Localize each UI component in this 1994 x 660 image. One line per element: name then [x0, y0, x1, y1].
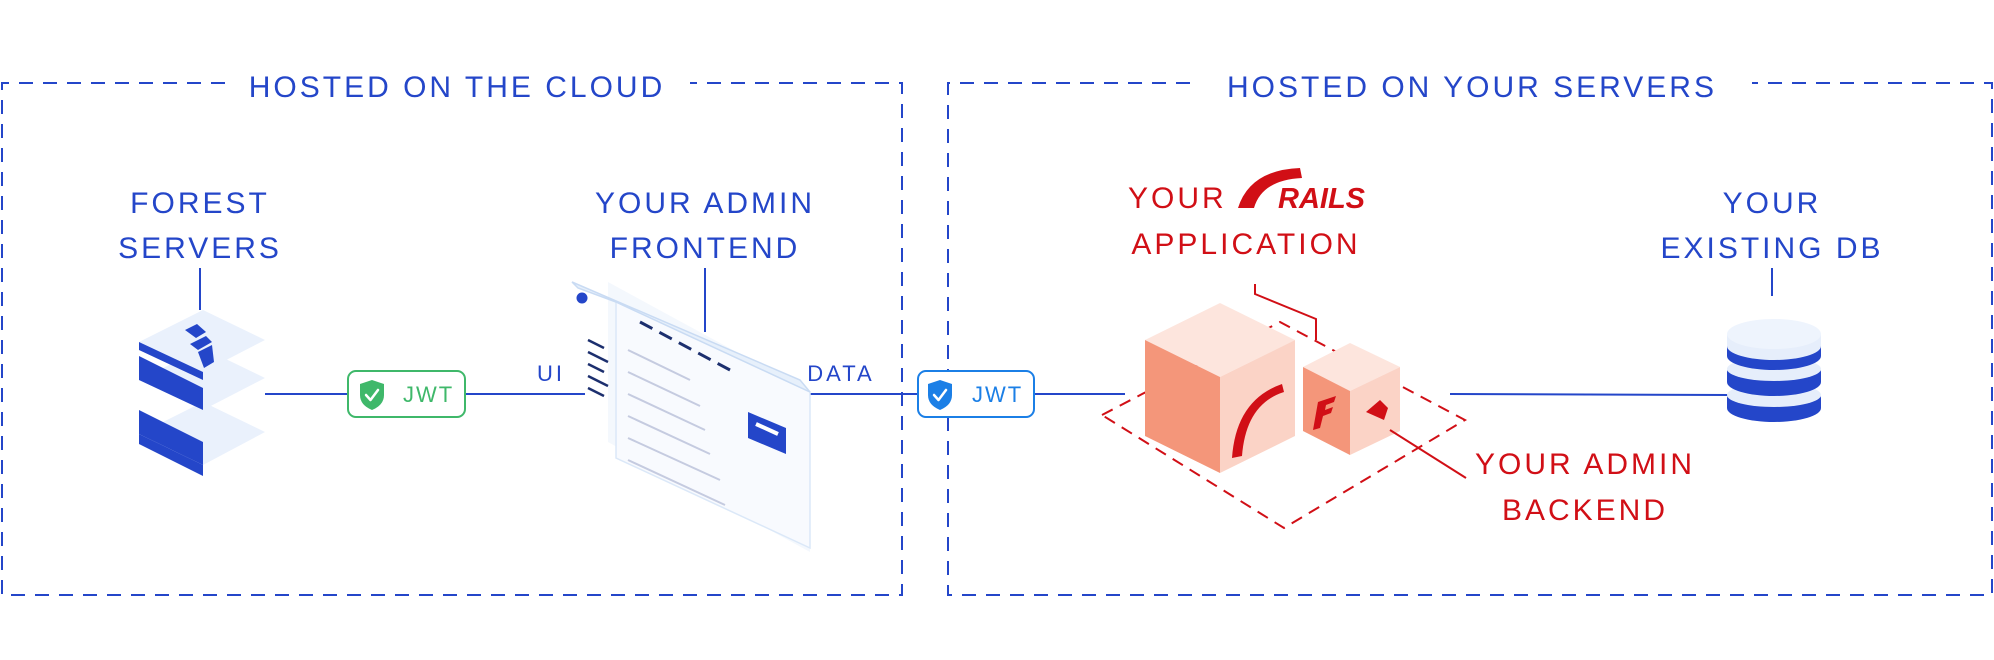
zone-cloud-border [1, 82, 903, 596]
jwt-badge-left-label: JWT [403, 382, 454, 407]
rails-app-node: YOUR RAILS APPLICATION [1099, 168, 1468, 530]
forest-logo-icon [139, 310, 265, 476]
zone-cloud: HOSTED ON THE CLOUD [1, 69, 903, 596]
database-icon [1727, 319, 1821, 422]
forest-servers-label-1: FOREST [130, 187, 270, 220]
shield-check-icon [928, 380, 952, 410]
zone-servers: HOSTED ON YOUR SERVERS [947, 69, 1993, 596]
jwt-badge-left: JWT [347, 370, 466, 418]
shield-check-icon [360, 380, 384, 410]
admin-frontend-node: YOUR ADMIN FRONTEND [571, 187, 815, 552]
jwt-badge-right: JWT [917, 370, 1035, 418]
zone-cloud-title: HOSTED ON THE CLOUD [249, 71, 666, 104]
rails-platform-outline [1099, 320, 1468, 530]
admin-frontend-label-1: YOUR ADMIN [595, 187, 815, 220]
rails-app-label-1: YOUR [1128, 182, 1227, 215]
zone-servers-title-mask [1213, 69, 1731, 106]
zone-servers-border [947, 82, 1993, 596]
data-connection-label: DATA [807, 361, 874, 386]
forest-servers-label-2: SERVERS [118, 232, 282, 265]
rails-logo-icon: RAILS [1238, 168, 1366, 215]
connector-backend-to-db [1449, 393, 1731, 396]
rails-logo-text: RAILS [1278, 183, 1366, 215]
browser-window-icon [571, 281, 811, 552]
cube-icon [1303, 343, 1400, 455]
admin-backend-label-1: YOUR ADMIN [1475, 448, 1695, 481]
existing-db-node: YOUR EXISTING DB [1660, 187, 1883, 422]
zone-servers-title: HOSTED ON YOUR SERVERS [1227, 71, 1717, 104]
ui-connection-label: UI [537, 361, 565, 386]
admin-frontend-label-2: FRONTEND [610, 232, 801, 265]
forest-servers-node: FOREST SERVERS [118, 187, 282, 476]
jwt-badge-right-label: JWT [972, 382, 1023, 407]
admin-backend-label-2: BACKEND [1502, 494, 1668, 527]
existing-db-label-1: YOUR [1723, 187, 1822, 220]
zone-cloud-title-mask [234, 69, 680, 106]
admin-backend-node: YOUR ADMIN BACKEND [1475, 448, 1695, 527]
existing-db-label-2: EXISTING DB [1660, 232, 1883, 265]
rails-app-label-2: APPLICATION [1131, 228, 1360, 261]
cube-icon [1145, 303, 1295, 473]
